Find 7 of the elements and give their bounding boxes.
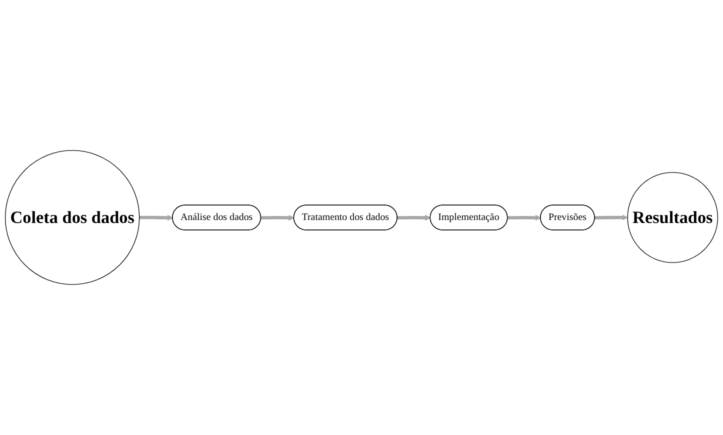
arrow [397, 214, 431, 221]
arrow [594, 214, 628, 220]
arrow [260, 214, 294, 221]
arrow [139, 214, 174, 221]
node-circle: Resultados [627, 172, 718, 263]
arrow [508, 214, 541, 221]
node-circle: Coleta dos dados [4, 150, 140, 285]
